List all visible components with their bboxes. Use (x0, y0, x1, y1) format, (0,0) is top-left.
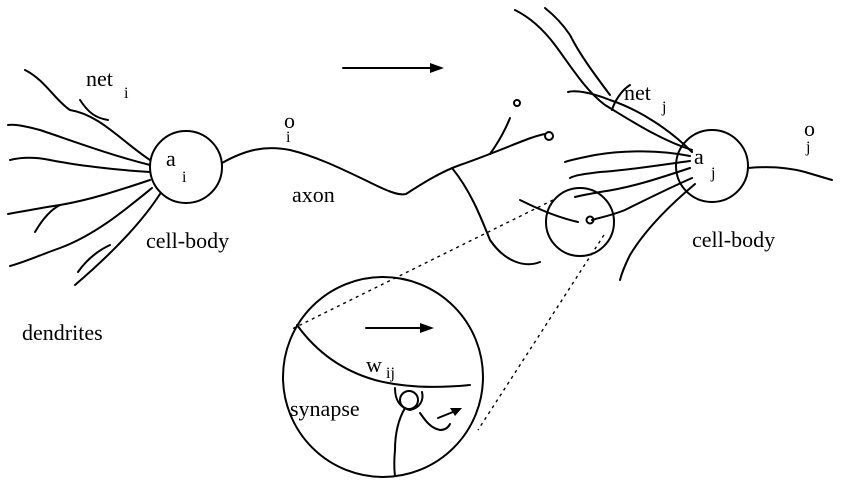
svg-text:i: i (182, 169, 187, 186)
synapse-magnified-circle (283, 277, 483, 477)
axon-output-right (748, 167, 832, 180)
signal-direction-arrow (343, 63, 444, 73)
svg-text:j: j (805, 139, 810, 156)
svg-text:ij: ij (386, 365, 395, 382)
svg-text:cell-body: cell-body (692, 227, 775, 252)
label-o-i: o i (284, 108, 295, 146)
svg-text:net: net (86, 66, 113, 91)
label-cell-body-right: cell-body (692, 227, 775, 252)
svg-text:j: j (710, 165, 715, 182)
svg-text:synapse: synapse (290, 396, 360, 421)
label-cell-body-left: cell-body (146, 228, 229, 253)
label-o-j: o j (804, 116, 815, 156)
label-net-j: net j (624, 80, 666, 116)
dendrites-right (515, 8, 695, 280)
svg-text:i: i (286, 129, 291, 146)
svg-text:j: j (661, 99, 666, 116)
svg-text:a: a (694, 144, 704, 169)
label-w-ij: w ij (366, 352, 395, 382)
dendrites-left (8, 70, 160, 285)
label-a-j: a j (694, 144, 715, 182)
svg-text:w: w (366, 352, 382, 377)
axon (222, 100, 594, 264)
label-net-i: net i (86, 66, 129, 102)
svg-text:i: i (124, 85, 129, 102)
label-axon: axon (292, 182, 335, 207)
svg-text:dendrites: dendrites (22, 320, 103, 345)
svg-text:a: a (166, 146, 176, 171)
cell-body-left (150, 131, 222, 203)
synapse-small-circle (546, 188, 614, 256)
label-synapse: synapse (290, 396, 360, 421)
svg-text:net: net (624, 80, 651, 105)
label-dendrites: dendrites (22, 320, 103, 345)
label-a-i: a i (166, 146, 187, 186)
svg-text:cell-body: cell-body (146, 228, 229, 253)
svg-text:axon: axon (292, 182, 335, 207)
svg-text:o: o (804, 116, 815, 141)
